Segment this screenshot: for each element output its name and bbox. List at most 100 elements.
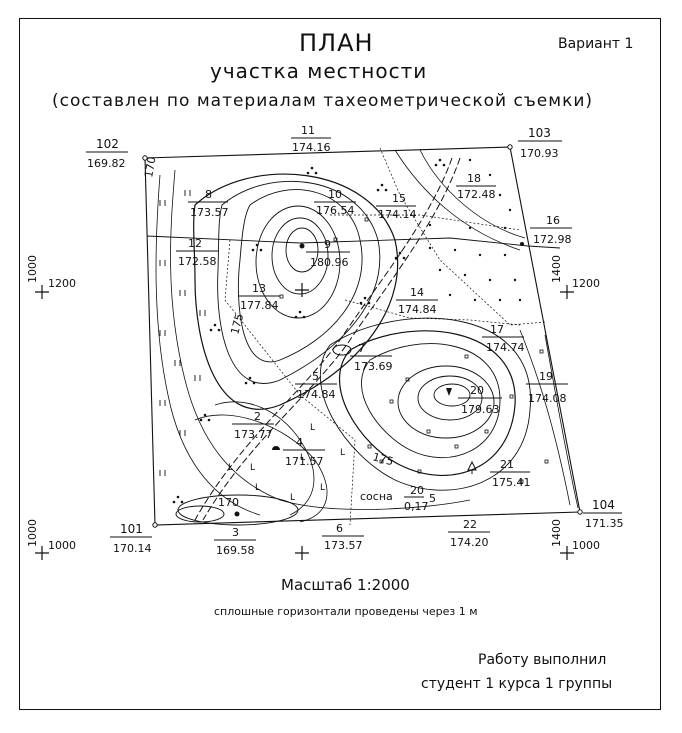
forest-dots <box>428 158 522 302</box>
author-line-1: Работу выполнил <box>478 652 607 668</box>
point-6-elev: 173.57 <box>324 539 363 552</box>
scale-label: Масштаб 1:2000 <box>281 576 410 594</box>
grid-west-top-x: 1000 <box>26 255 39 283</box>
map-title: ПЛАН <box>299 29 374 57</box>
slope-contours <box>155 149 579 523</box>
grid-east-bottom-x: 1400 <box>550 519 563 547</box>
point-21-elev: 175.41 <box>492 476 531 489</box>
station-markers <box>142 144 583 528</box>
picket-markers <box>279 217 549 484</box>
svg-text:L: L <box>320 483 325 493</box>
point-20-id: 20 <box>470 384 484 397</box>
point-2-elev: 173.77 <box>234 428 273 441</box>
point-17-id: 17 <box>490 323 504 336</box>
point-13-id: 13 <box>252 282 266 295</box>
station-102-elev: 169.82 <box>87 157 126 170</box>
point-8-id: 8 <box>205 188 212 201</box>
point-14-elev: 174.84 <box>398 303 437 316</box>
point-labels: 11 174.16 8 173.57 10 176.54 15 174.14 1… <box>176 124 572 557</box>
map-frame <box>19 18 661 710</box>
point-4-elev: 171.57 <box>285 455 324 468</box>
point-13-elev: 177.84 <box>240 299 279 312</box>
point-3-elev: 169.58 <box>216 544 255 557</box>
survey-boundary <box>144 146 581 526</box>
hill-contours-9 <box>193 173 399 410</box>
svg-text:L: L <box>250 463 255 473</box>
contour-annotations: 170 175 175 170 сосна 20 0,17 5 <box>142 156 477 513</box>
grid-labels: 1000 1200 1400 1200 1000 1000 1400 1000 <box>26 255 600 552</box>
station-103-id: 103 <box>528 126 551 140</box>
conifer-icon <box>467 460 477 474</box>
grid-west-bottom-x: 1000 <box>26 519 39 547</box>
grid-west-top-y: 1200 <box>48 277 76 290</box>
map-subtitle: участка местности <box>210 59 428 83</box>
tree-height: 20 <box>410 484 424 497</box>
point-19-id: 19 <box>539 370 553 383</box>
contour-label-175-hill: 175 <box>228 312 246 336</box>
point-15-id: 15 <box>392 192 406 205</box>
svg-text:L: L <box>300 453 305 463</box>
grid-east-top-x: 1400 <box>550 255 563 283</box>
station-104-elev: 171.35 <box>585 517 624 530</box>
svg-text:L: L <box>255 483 260 493</box>
depression-contours <box>175 494 299 526</box>
point-7-id: 7 <box>358 342 365 355</box>
fence-line <box>330 214 521 231</box>
point-21-id: 21 <box>500 458 514 471</box>
point-10-id: 10 <box>328 188 342 201</box>
point-17-elev: 174.74 <box>486 341 525 354</box>
grid-west-bottom-y: 1000 <box>48 539 76 552</box>
point-12-id: 12 <box>188 237 202 250</box>
point-4-id: 4 <box>296 436 303 449</box>
road-edge-right <box>202 157 461 521</box>
station-101-elev: 170.14 <box>113 542 152 555</box>
grid-east-bottom-y: 1000 <box>572 539 600 552</box>
point-18-elev: 172.48 <box>457 188 496 201</box>
road-edge-left <box>194 157 453 521</box>
meadow-symbols <box>159 190 206 476</box>
map-caption: (составлен по материалам тахеометрическо… <box>52 91 594 111</box>
point-22-id: 22 <box>463 518 477 531</box>
point-10-elev: 176.54 <box>316 204 355 217</box>
point-5-id: 5 <box>312 370 319 383</box>
point-3-id: 3 <box>232 526 239 539</box>
meadow-boundary <box>224 239 356 526</box>
contour-label-175-slope: 175 <box>371 450 395 468</box>
point-19-elev: 174.08 <box>528 392 567 405</box>
contour-interval-note: сплошные горизонтали проведены через 1 м <box>214 605 478 618</box>
variant-label: Вариант 1 <box>558 36 634 52</box>
station-103-elev: 170.93 <box>520 147 559 160</box>
field-boundary-north <box>146 235 561 249</box>
point-9-elev: 180.96 <box>310 256 349 269</box>
point-16-elev: 172.98 <box>533 233 572 246</box>
svg-text:L: L <box>290 493 295 503</box>
point-5-elev: 174.84 <box>297 388 336 401</box>
point-20-elev: 179.63 <box>461 403 500 416</box>
point-11-id: 11 <box>301 124 315 137</box>
grid-crosses <box>35 283 574 560</box>
station-102-id: 102 <box>96 137 119 151</box>
contour-label-depression: 170 <box>218 496 239 509</box>
point-2-id: 2 <box>254 410 261 423</box>
point-14-id: 14 <box>410 286 424 299</box>
point-22-elev: 174.20 <box>450 536 489 549</box>
tree-diameter: 0,17 <box>404 500 429 513</box>
point-15-elev: 174.14 <box>378 208 417 221</box>
grid-east-top-y: 1200 <box>572 277 600 290</box>
author-line-2: студент 1 курса 1 группы <box>421 676 613 692</box>
station-104-id: 104 <box>592 498 615 512</box>
point-9-id: 9 <box>324 238 331 251</box>
tree-label: сосна <box>360 490 393 503</box>
svg-text:L: L <box>228 463 233 473</box>
tree-number: 5 <box>429 492 436 505</box>
path-line <box>344 299 521 326</box>
station-101-id: 101 <box>120 522 143 536</box>
point-6-id: 6 <box>336 522 343 535</box>
svg-text:L: L <box>310 423 315 433</box>
culvert-symbol <box>332 344 352 356</box>
hill-contours-20 <box>319 317 531 491</box>
point-12-elev: 172.58 <box>178 255 217 268</box>
shrub-symbols <box>172 158 446 504</box>
